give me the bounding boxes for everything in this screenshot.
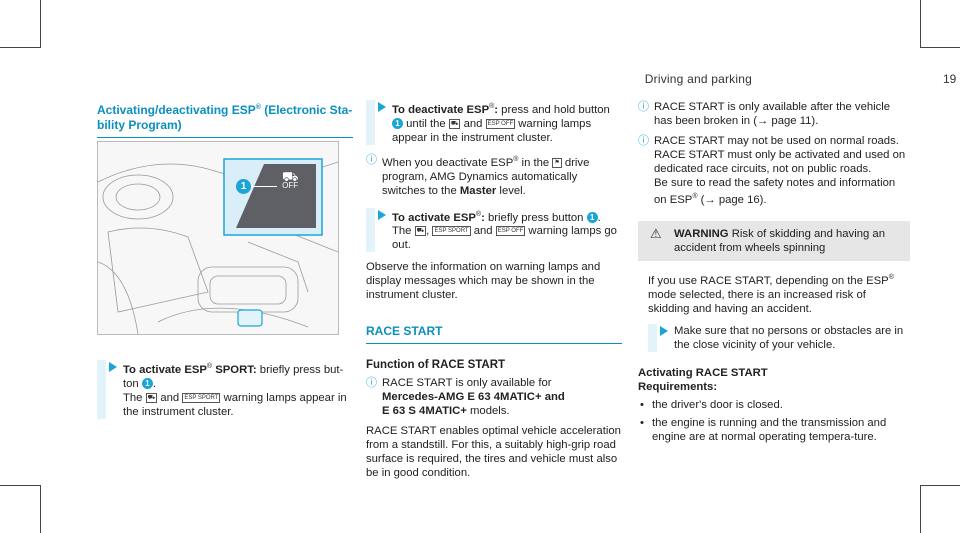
crop-mark [920, 485, 921, 533]
note-race-circuits: ⓘ RACE START may not be used on normal r… [638, 135, 906, 206]
list-item: the engine is running and the transmissi… [638, 416, 910, 444]
note-deactivate: ⓘ When you deactivate ESP® in the ⚑ driv… [366, 153, 590, 197]
warning-step: Make sure that no persons or obstacles a… [648, 323, 910, 352]
callout-line [251, 186, 277, 187]
section-rule [366, 343, 622, 345]
info-icon: ⓘ [638, 135, 649, 147]
esp-off-text-icon: ESP OFF [495, 226, 526, 237]
activating-race-start-title: Activating RACE START [638, 366, 768, 379]
crop-mark [920, 485, 960, 486]
list-item: the driver's door is closed. [638, 398, 910, 412]
esp-sport-warning-icon: ESP SPORT [182, 392, 221, 403]
column-1: Activating/deactivating ESP® (Electronic… [97, 100, 353, 138]
callout-1-icon: 1 [586, 211, 598, 223]
warning-triangle-icon: ⚠ [650, 225, 662, 241]
note-broken-in: ⓘ RACE START is only available after the… [638, 101, 891, 127]
section-rule [97, 137, 353, 138]
warning-body: If you use RACE START, depending on the … [638, 261, 910, 358]
esp-off-icon: ⛟ OFF [282, 169, 299, 190]
esp-off-warning-icon: ⛟ [448, 118, 461, 129]
callout-1-icon: 1 [141, 378, 153, 390]
esp-button-figure: 1 ⛟ OFF [97, 141, 339, 335]
esp-sport-warning-icon: ESP SPORT [432, 226, 471, 237]
crop-mark [40, 0, 41, 48]
warning-header: ⚠ WARNING Risk of skidding and having an… [638, 220, 910, 261]
page-number: 19 [943, 72, 957, 86]
section-title: Activating/deactivating ESP® (Electronic… [97, 103, 353, 132]
function-title: Function of RACE START [366, 359, 506, 372]
step-arrow-icon [109, 362, 117, 372]
observe-paragraph: Observe the information on warning lamps… [366, 261, 601, 302]
info-icon: ⓘ [366, 377, 377, 390]
esp-off-warning-icon: ⛟ [414, 226, 427, 237]
step-activate-esp: To activate ESP®: briefly press button 1… [366, 207, 622, 253]
race-start-paragraph: RACE START enables optimal vehicle accel… [366, 425, 621, 480]
step-arrow-icon [660, 325, 668, 336]
esp-off-warning-icon: ⛟ [145, 392, 158, 403]
note-availability: ⓘ RACE START is only available for Merce… [366, 377, 565, 418]
step-deactivate-esp: To deactivate ESP®: press and hold butto… [366, 100, 622, 145]
crop-mark [920, 47, 960, 48]
crop-mark [920, 0, 921, 48]
step-arrow-icon [378, 102, 386, 112]
step-activate-esp-sport: To activate ESP® SPORT: briefly press bu… [97, 360, 353, 419]
requirements-title: Requirements: [638, 380, 718, 393]
info-icon: ⓘ [638, 101, 649, 113]
dashboard-illustration [98, 158, 338, 334]
esp-off-text-icon: ESP OFF [485, 118, 516, 129]
callout-1: 1 [236, 179, 251, 194]
info-icon: ⓘ [366, 153, 377, 166]
running-header: Driving and parking [644, 72, 752, 86]
drive-program-icon: ⚑ [552, 157, 562, 168]
crop-mark [40, 485, 41, 533]
callout-1-icon: 1 [392, 118, 403, 130]
step-arrow-icon [378, 209, 386, 220]
column-2: To deactivate ESP®: press and hold butto… [366, 100, 622, 486]
warning-box: ⚠ WARNING Risk of skidding and having an… [638, 220, 910, 358]
column-1-steps: To activate ESP® SPORT: briefly press bu… [97, 360, 353, 427]
crop-mark [0, 47, 41, 48]
race-start-title: RACE START [366, 324, 443, 339]
crop-mark [0, 485, 41, 486]
column-3: ⓘ RACE START is only available after the… [638, 100, 910, 448]
